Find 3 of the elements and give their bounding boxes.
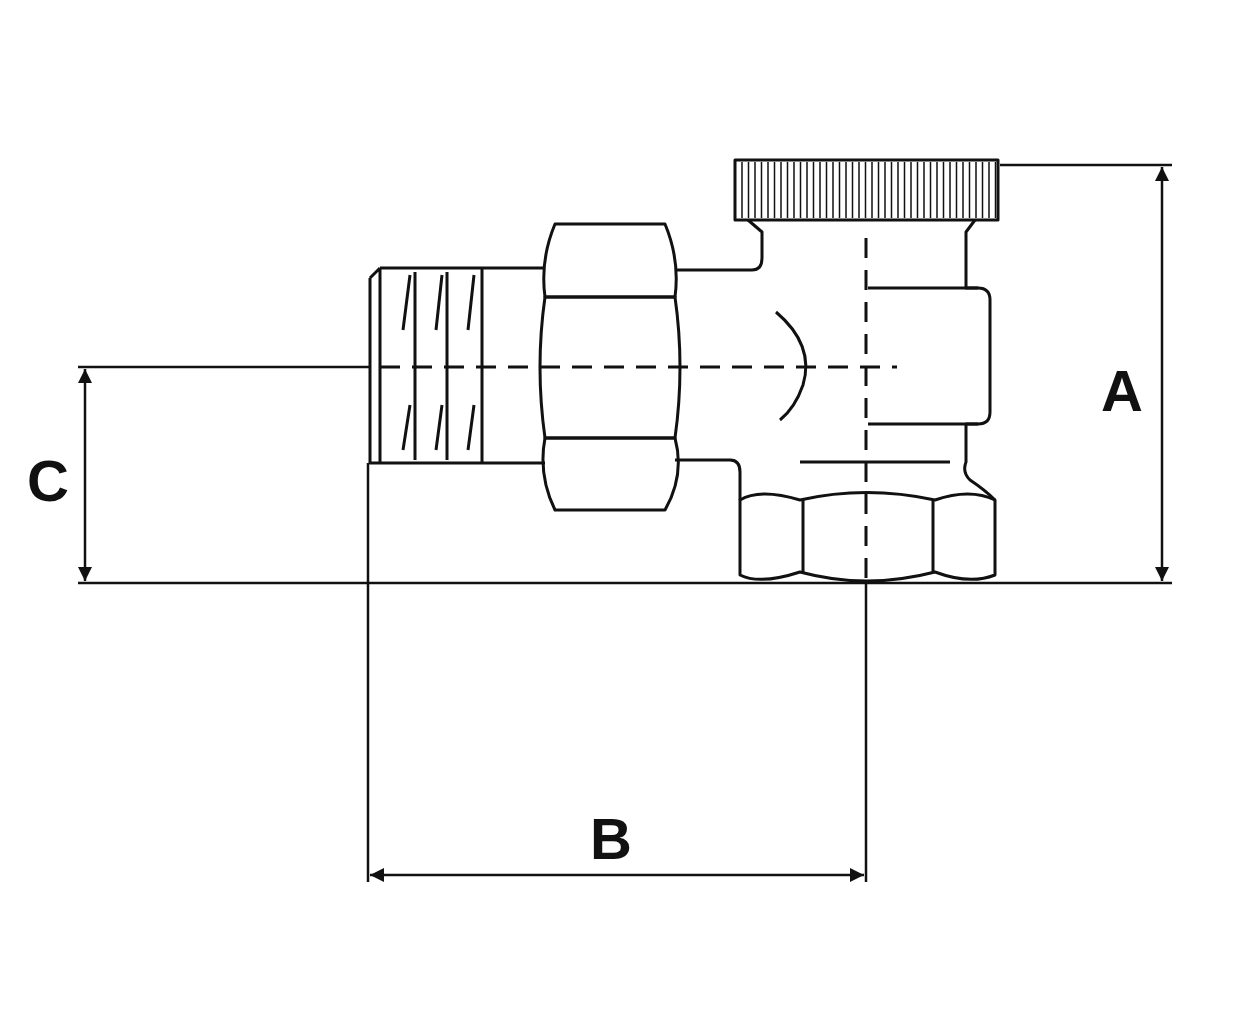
dimension-label: A — [1101, 362, 1143, 420]
dimension-label: B — [590, 810, 632, 868]
dimension-label: C — [27, 452, 69, 510]
